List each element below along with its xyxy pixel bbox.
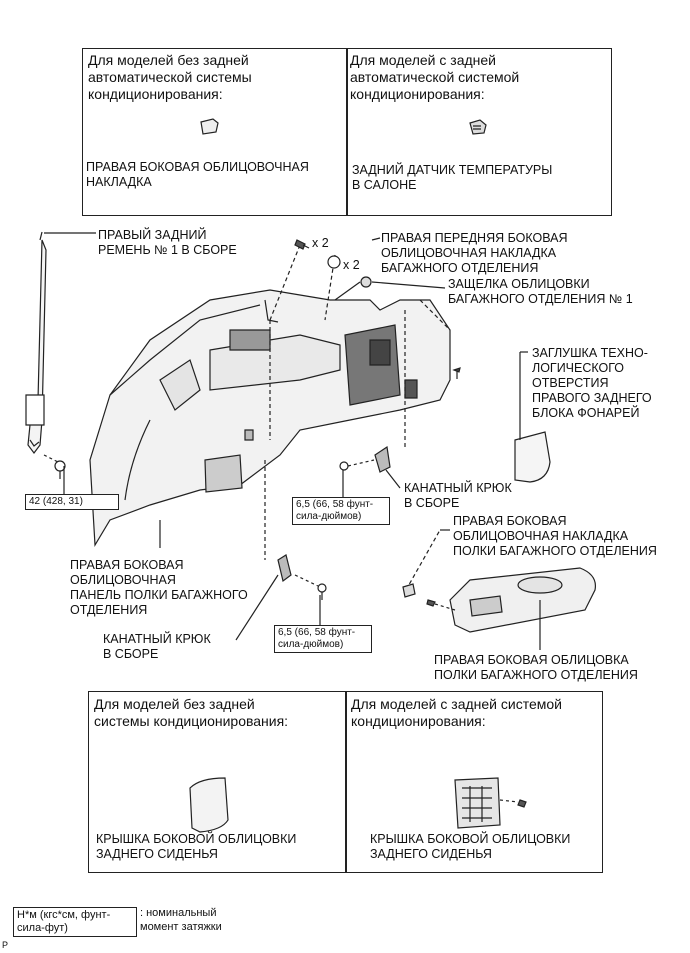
seat-trim-cover-part-a	[189, 777, 229, 833]
shelf-trim-cover-small	[402, 583, 416, 598]
rope-hook-left	[277, 554, 327, 600]
hook-right-label: КАНАТНЫЙ КРЮК В СБОРЕ	[404, 481, 512, 510]
screw-quantity: x 2	[312, 236, 329, 250]
belt-bolt	[54, 460, 66, 479]
legend-unit-description: : номинальный момент затяжки	[140, 907, 222, 933]
seat-cover-screw	[499, 799, 527, 808]
torque-belt: 42 (428, 31)	[25, 494, 119, 510]
top-panel-divider	[346, 48, 348, 216]
side-trim-panel	[89, 289, 451, 547]
right-side-trim-cover-small-part	[200, 118, 219, 135]
screw-x2	[294, 239, 310, 250]
clip-quantity: x 2	[343, 258, 360, 272]
shelf-trim-cover-label: ПРАВАЯ БОКОВАЯ ОБЛИЦОВОЧНАЯ НАКЛАДКА ПОЛ…	[453, 514, 657, 558]
top-left-part-label: ПРАВАЯ БОКОВАЯ ОБЛИЦОВОЧНАЯ НАКЛАДКА	[86, 160, 309, 189]
shelf-trim-label: ПРАВАЯ БОКОВАЯ ОБЛИЦОВКА ПОЛКИ БАГАЖНОГО…	[434, 653, 638, 682]
side-panel-label: ПРАВАЯ БОКОВАЯ ОБЛИЦОВОЧНАЯ ПАНЕЛЬ ПОЛКИ…	[70, 558, 248, 617]
seat-trim-cover-part-b	[454, 777, 501, 829]
corner-mark: P	[2, 940, 9, 950]
top-right-part-label: ЗАДНИЙ ДАТЧИК ТЕМПЕРАТУРЫ В САЛОНЕ	[352, 163, 553, 192]
latch-label: ЗАЩЕЛКА ОБЛИЦОВКИ БАГАЖНОГО ОТДЕЛЕНИЯ № …	[448, 277, 633, 306]
plug-cover-part	[514, 431, 551, 483]
bottom-right-part-label: КРЫШКА БОКОВОЙ ОБЛИЦОВКИ ЗАДНЕГО СИДЕНЬЯ	[370, 832, 571, 861]
torque-hook-left: 6,5 (66, 58 фунт- сила-дюймов)	[274, 625, 372, 653]
rear-belt-label: ПРАВЫЙ ЗАДНИЙ РЕМЕНЬ № 1 В СБОРЕ	[98, 228, 237, 257]
shelf-screw	[426, 599, 456, 611]
top-left-header: Для моделей без задней автоматической си…	[88, 52, 252, 102]
temperature-sensor-part	[469, 119, 487, 135]
legend-unit-box: Н*м (кгс*см, фунт- сила-фут)	[13, 907, 137, 937]
small-screw-right	[452, 367, 461, 379]
torque-hook-right: 6,5 (66, 58 фунт- сила-дюймов)	[292, 497, 390, 525]
shelf-trim-part	[449, 567, 597, 633]
bottom-panel-divider	[345, 691, 347, 873]
rope-hook-right	[339, 445, 391, 473]
top-right-header: Для моделей с задней автоматической сист…	[350, 52, 520, 102]
trim-latch	[334, 276, 372, 301]
bottom-left-part-label: КРЫШКА БОКОВОЙ ОБЛИЦОВКИ ЗАДНЕГО СИДЕНЬЯ	[96, 832, 297, 861]
bottom-left-header: Для моделей без задней системы кондицион…	[94, 696, 289, 729]
rear-belt-assembly	[25, 231, 47, 454]
hook-left-label: КАНАТНЫЙ КРЮК В СБОРЕ	[103, 632, 211, 661]
clip-x2	[327, 255, 341, 269]
front-trim-label: ПРАВАЯ ПЕРЕДНЯЯ БОКОВАЯ ОБЛИЦОВОЧНАЯ НАК…	[381, 231, 568, 275]
plug-label: ЗАГЛУШКА ТЕХНО- ЛОГИЧЕСКОГО ОТВЕРСТИЯ ПР…	[532, 346, 652, 420]
bottom-right-header: Для моделей с задней системой кондициони…	[351, 696, 562, 729]
